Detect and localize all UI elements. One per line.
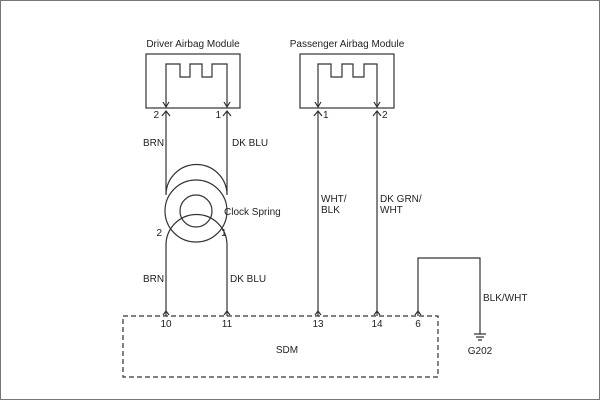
sdm-pin-14: 14: [371, 319, 383, 330]
wire-label-wht-blk-2: BLK: [321, 205, 340, 216]
ground-label: G202: [468, 346, 493, 357]
passenger-pin-2: 2: [382, 110, 388, 121]
wire-label-dkgrn-wht-2: WHT: [380, 205, 403, 216]
driver-connector-icon: [165, 63, 228, 106]
sdm-pin-13: 13: [312, 319, 324, 330]
driver-wire-lower: [165, 213, 228, 316]
wire-label-dkblu-lower: DK BLU: [230, 274, 266, 285]
wire-label-wht-blk-1: WHT/: [321, 194, 347, 205]
driver-pin-1: 1: [215, 110, 221, 121]
ground-icon: [474, 333, 486, 341]
driver-module-title: Driver Airbag Module: [146, 39, 240, 50]
clock-spring-outer-icon: [164, 179, 228, 243]
sdm-module: 10 11 13 14 6 SDM: [122, 310, 439, 378]
sdm-pin-6: 6: [415, 319, 421, 330]
driver-airbag-module: Driver Airbag Module 2 1: [145, 39, 241, 121]
wire-label-blk-wht: BLK/WHT: [483, 293, 527, 304]
wire-label-dkblu-upper: DK BLU: [232, 138, 268, 149]
sdm-label: SDM: [276, 345, 298, 356]
driver-pin-2: 2: [153, 110, 159, 121]
clock-spring-pin-2: 2: [156, 228, 162, 239]
sdm-pin-11: 11: [222, 319, 233, 330]
wire-label-brn-upper: BRN: [143, 138, 164, 149]
sdm-pin-10: 10: [160, 319, 172, 330]
wire-label-brn-lower: BRN: [143, 274, 164, 285]
ground-wire: [417, 257, 481, 334]
passenger-airbag-module: Passenger Airbag Module 1 2: [290, 39, 405, 121]
passenger-pin-1: 1: [323, 110, 329, 121]
clock-spring-pin-1: 1: [221, 228, 227, 239]
driver-wire-upper: [165, 111, 228, 196]
passenger-module-title: Passenger Airbag Module: [290, 39, 405, 50]
passenger-connector-icon: [317, 63, 378, 106]
wire-label-dkgrn-wht-1: DK GRN/: [380, 194, 422, 205]
clock-spring-inner-icon: [179, 194, 213, 228]
clock-spring-label: Clock Spring: [224, 207, 281, 218]
